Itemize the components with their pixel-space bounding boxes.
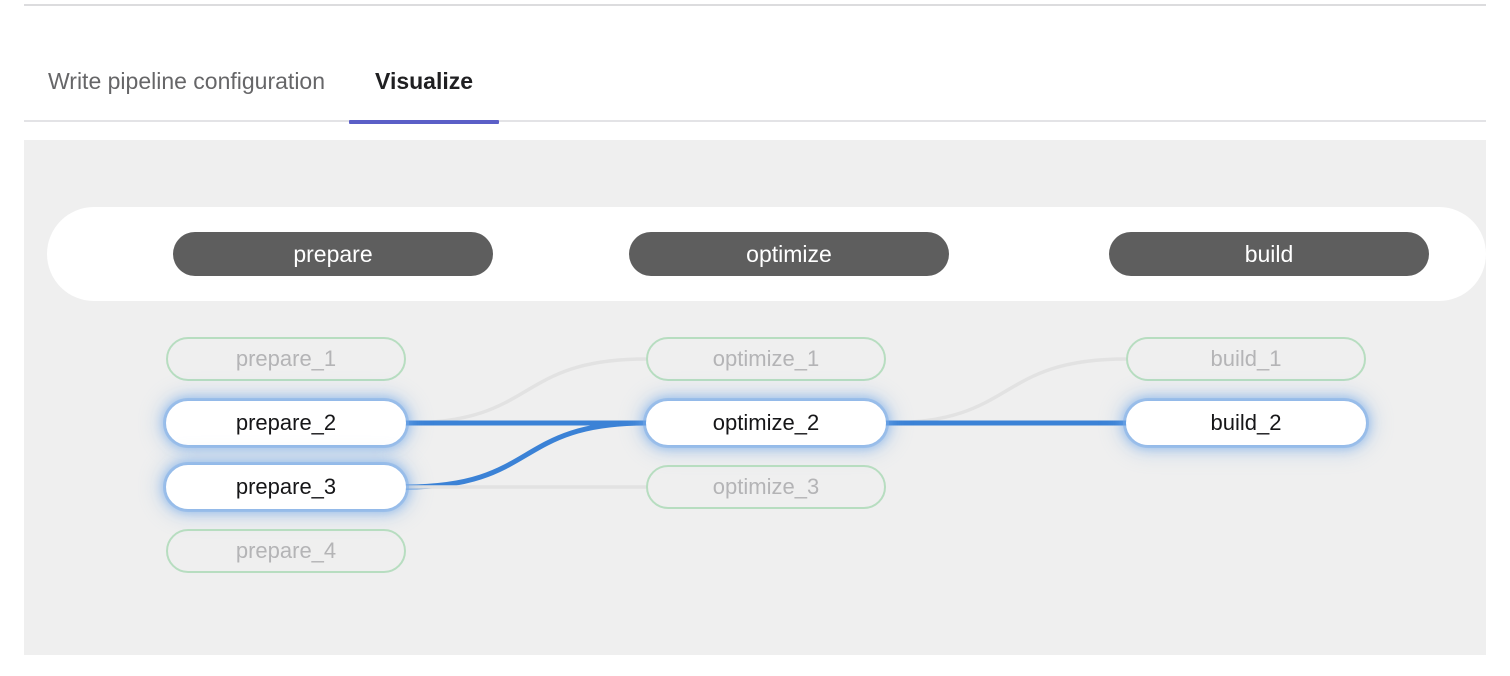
job-node-label: optimize_3 — [712, 474, 820, 499]
stage-header-bar: prepare optimize build — [47, 207, 1486, 301]
job-node-prepare_2[interactable]: prepare_2 — [166, 401, 406, 445]
job-node-label: prepare_1 — [235, 346, 337, 371]
job-node-build_2[interactable]: build_2 — [1126, 401, 1366, 445]
tab-write-pipeline-configuration[interactable]: Write pipeline configuration — [24, 40, 349, 122]
job-node-label: prepare_3 — [235, 474, 337, 499]
job-node-build_1[interactable]: build_1 — [1126, 337, 1366, 381]
job-node-optimize_3[interactable]: optimize_3 — [646, 465, 886, 509]
job-node-label: optimize_2 — [712, 410, 820, 435]
tab-bar: Write pipeline configuration Visualize — [24, 40, 1486, 124]
stage-pill-prepare[interactable]: prepare — [173, 232, 493, 276]
pipeline-link-prepare_2-to-optimize_1 — [404, 357, 648, 425]
job-node-optimize_1[interactable]: optimize_1 — [646, 337, 886, 381]
top-divider — [24, 4, 1486, 6]
job-node-label: build_2 — [1210, 410, 1282, 435]
pipeline-links-layer — [403, 357, 1129, 490]
tab-visualize[interactable]: Visualize — [349, 40, 500, 124]
job-node-prepare_4[interactable]: prepare_4 — [166, 529, 406, 573]
job-node-label: build_1 — [1210, 346, 1282, 371]
stage-pill-label: prepare — [293, 240, 373, 267]
job-node-optimize_2[interactable]: optimize_2 — [646, 401, 886, 445]
job-node-prepare_3[interactable]: prepare_3 — [166, 465, 406, 509]
job-node-label: prepare_2 — [235, 410, 337, 435]
pipeline-link-optimize_2-to-build_1 — [884, 357, 1128, 425]
pipeline-link-prepare_3-to-optimize_2 — [403, 420, 649, 490]
stage-pill-optimize[interactable]: optimize — [629, 232, 949, 276]
active-tab-indicator — [349, 120, 500, 124]
tab-label: Write pipeline configuration — [48, 67, 326, 94]
stage-pill-build[interactable]: build — [1109, 232, 1429, 276]
stage-pill-label: optimize — [746, 240, 832, 267]
job-node-label: prepare_4 — [235, 538, 337, 563]
stage-pill-label: build — [1244, 240, 1294, 267]
job-node-prepare_1[interactable]: prepare_1 — [166, 337, 406, 381]
tab-label: Visualize — [375, 67, 474, 94]
job-node-label: optimize_1 — [712, 346, 820, 371]
